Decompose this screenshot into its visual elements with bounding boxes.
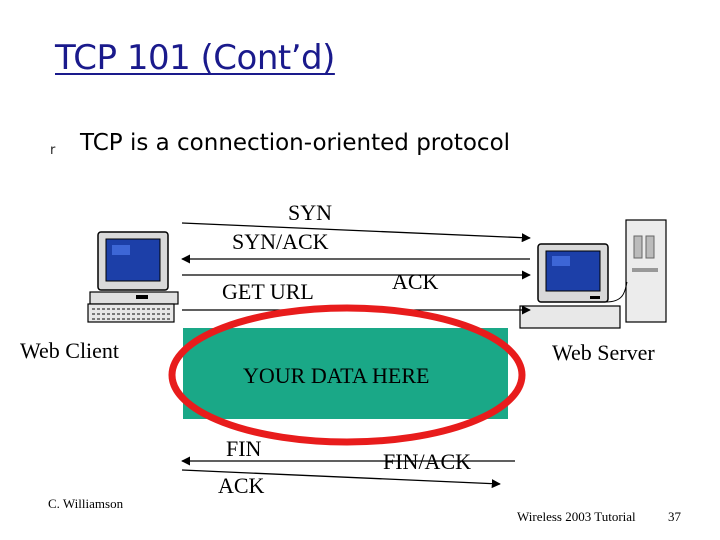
slide-title: TCP 101 (Cont’d)	[55, 38, 335, 78]
ack-final-label: ACK	[218, 473, 265, 498]
data-box	[183, 328, 508, 419]
server-computer-icon	[519, 219, 667, 329]
footer-author: C. Williamson	[48, 496, 124, 511]
fin-ack-arrow	[181, 469, 501, 489]
bullet-text: TCP is a connection-oriented protocol	[80, 130, 511, 156]
highlight-ring	[168, 304, 526, 446]
client-computer-icon	[87, 231, 179, 323]
fin-label: FIN	[226, 436, 262, 461]
page-number: 37	[668, 509, 681, 524]
syn-label: SYN	[288, 200, 333, 225]
get-url-label: GET URL	[222, 279, 314, 304]
footer-event: Wireless 2003 Tutorial	[517, 509, 636, 524]
web-server-label: Web Server	[552, 340, 655, 365]
bullet-marker: r	[50, 143, 56, 158]
ack-label: ACK	[392, 269, 439, 294]
web-client-label: Web Client	[20, 338, 120, 363]
syn-ack-label: SYN/ACK	[232, 229, 329, 254]
syn-arrow	[181, 222, 531, 243]
fin-ack-label: FIN/ACK	[383, 449, 472, 474]
data-label: YOUR DATA HERE	[243, 363, 430, 388]
